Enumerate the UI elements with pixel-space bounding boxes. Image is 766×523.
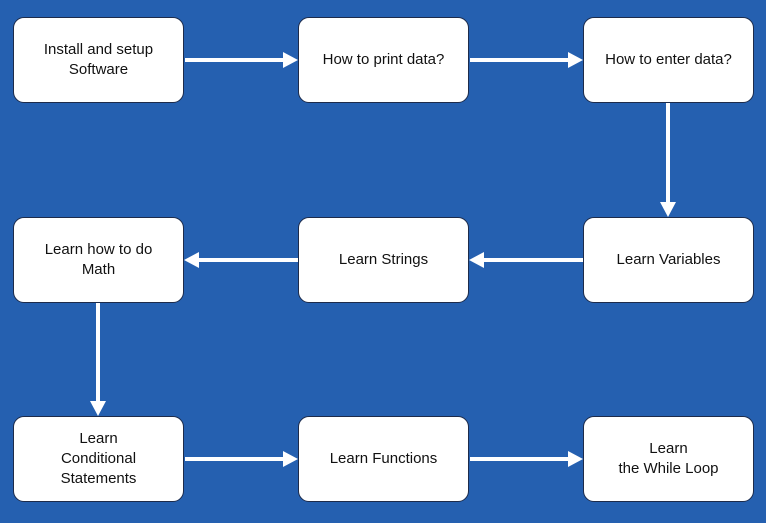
node-label: Learn the While Loop xyxy=(618,440,719,477)
node-how-to-print-data: How to print data? xyxy=(298,17,469,103)
arrow-functions-to-while-head xyxy=(568,451,583,467)
arrow-variables-to-strings-head xyxy=(469,252,484,268)
arrow-conditional-to-functions-head xyxy=(283,451,298,467)
node-learn-while-loop: Learn the While Loop xyxy=(583,416,754,502)
node-label: Learn Conditional Statements xyxy=(60,430,137,487)
node-label: Learn Strings xyxy=(338,251,429,268)
node-install-setup-software: Install and setup Software xyxy=(13,17,184,103)
node-learn-variables: Learn Variables xyxy=(583,217,754,303)
node-label: Learn how to do Math xyxy=(44,241,153,278)
node-label: Learn Variables xyxy=(616,251,721,268)
arrow-math-to-conditional-head xyxy=(90,401,106,416)
node-how-to-enter-data: How to enter data? xyxy=(583,17,754,103)
node-learn-strings: Learn Strings xyxy=(298,217,469,303)
node-label: How to print data? xyxy=(322,51,445,68)
arrow-install-to-print-head xyxy=(283,52,298,68)
arrow-print-to-enter-head xyxy=(568,52,583,68)
node-label: Learn Functions xyxy=(329,450,438,467)
node-label: How to enter data? xyxy=(605,51,732,68)
node-label: Install and setup Software xyxy=(43,41,154,78)
arrow-strings-to-math-head xyxy=(184,252,199,268)
node-learn-conditional-statements: Learn Conditional Statements xyxy=(13,416,184,502)
arrow-enter-to-variables-head xyxy=(660,202,676,217)
node-learn-math: Learn how to do Math xyxy=(13,217,184,303)
node-learn-functions: Learn Functions xyxy=(298,416,469,502)
